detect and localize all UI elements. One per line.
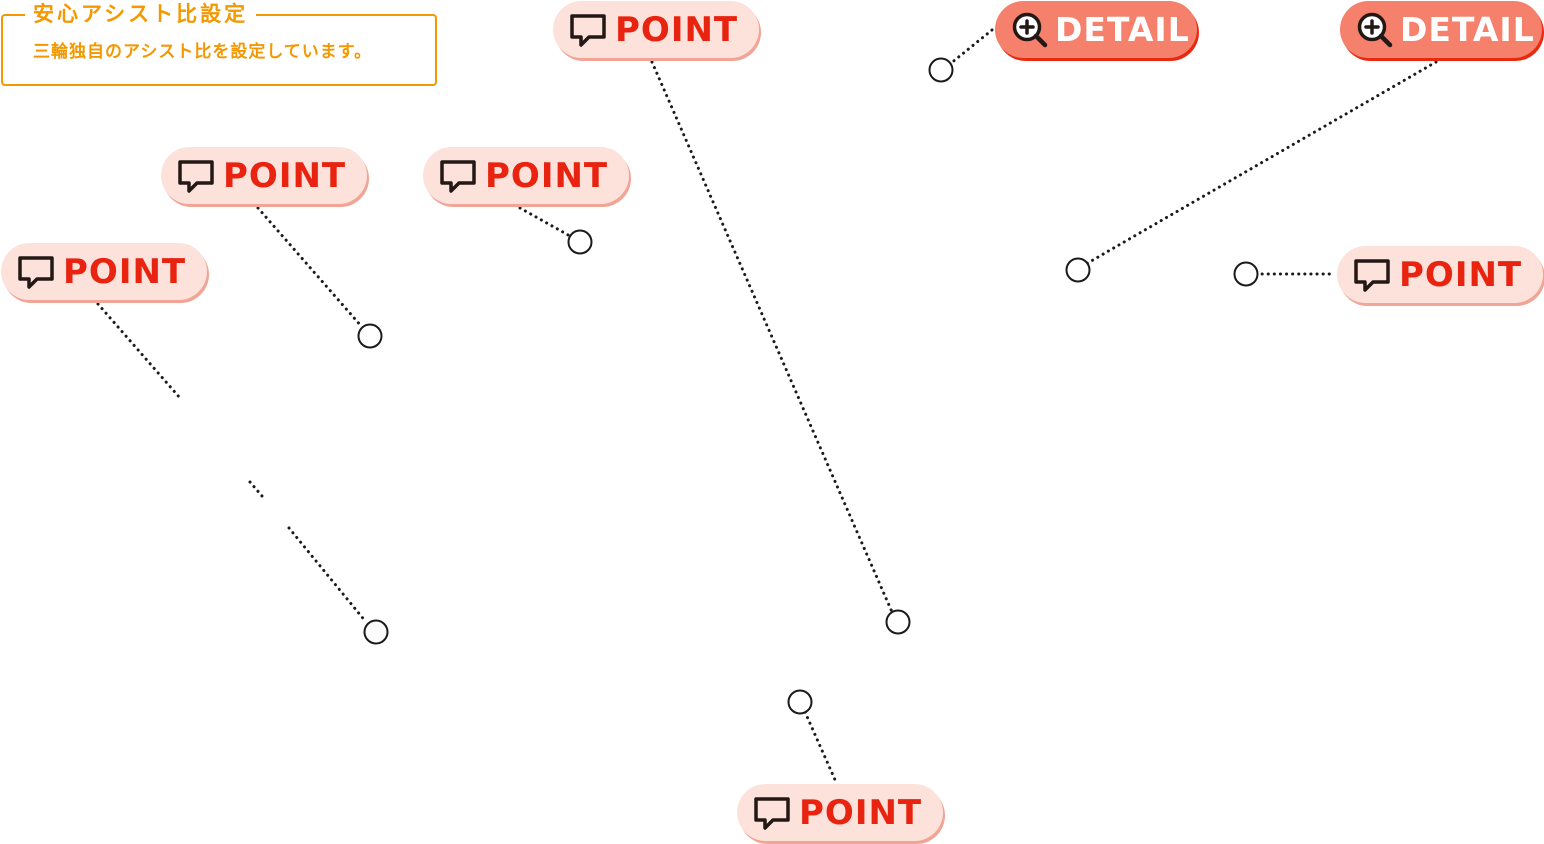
- detail-button-label: DETAIL: [1055, 9, 1190, 49]
- info-box: 安心アシスト比設定 三輪独自のアシスト比を設定しています。: [1, 1, 437, 86]
- point-button-label: POINT: [223, 155, 347, 196]
- anchor-point[interactable]: [357, 323, 383, 349]
- leader-line: [287, 526, 368, 624]
- leader-line: [650, 60, 894, 614]
- point-button-label: POINT: [485, 155, 609, 196]
- leader-line: [248, 480, 264, 498]
- leader-line: [518, 206, 572, 238]
- point-button[interactable]: POINT: [1337, 246, 1543, 303]
- leader-line: [1084, 60, 1438, 266]
- anchor-point[interactable]: [928, 57, 954, 83]
- speech-bubble-icon: [1354, 258, 1390, 292]
- speech-bubble-icon: [754, 796, 790, 830]
- detail-button-label: DETAIL: [1400, 9, 1535, 49]
- anchor-point[interactable]: [1233, 261, 1259, 287]
- leader-line: [256, 206, 364, 329]
- zoom-in-icon: [1012, 12, 1048, 47]
- info-box-title: 安心アシスト比設定: [25, 1, 257, 27]
- speech-bubble-icon: [178, 159, 214, 193]
- info-box-description: 三輪独自のアシスト比を設定しています。: [33, 42, 373, 62]
- point-button-label: POINT: [63, 251, 187, 292]
- anchor-point[interactable]: [567, 229, 593, 255]
- zoom-in-icon: [1357, 12, 1393, 47]
- point-button-label: POINT: [799, 792, 923, 833]
- detail-button[interactable]: DETAIL: [1340, 1, 1542, 58]
- leader-line: [96, 302, 182, 400]
- point-button[interactable]: POINT: [161, 147, 367, 204]
- speech-bubble-icon: [570, 13, 606, 47]
- anchor-point[interactable]: [885, 609, 911, 635]
- speech-bubble-icon: [18, 255, 54, 289]
- point-button[interactable]: POINT: [1, 243, 207, 300]
- point-button[interactable]: POINT: [737, 784, 943, 841]
- leader-line: [803, 710, 838, 784]
- anchor-point[interactable]: [787, 689, 813, 715]
- point-button[interactable]: POINT: [553, 1, 759, 58]
- leader-line: [948, 28, 994, 66]
- detail-button[interactable]: DETAIL: [995, 1, 1197, 58]
- anchor-point[interactable]: [363, 619, 389, 645]
- anchor-point[interactable]: [1065, 257, 1091, 283]
- point-button[interactable]: POINT: [423, 147, 629, 204]
- point-button-label: POINT: [615, 9, 739, 50]
- speech-bubble-icon: [440, 159, 476, 193]
- point-button-label: POINT: [1399, 254, 1523, 295]
